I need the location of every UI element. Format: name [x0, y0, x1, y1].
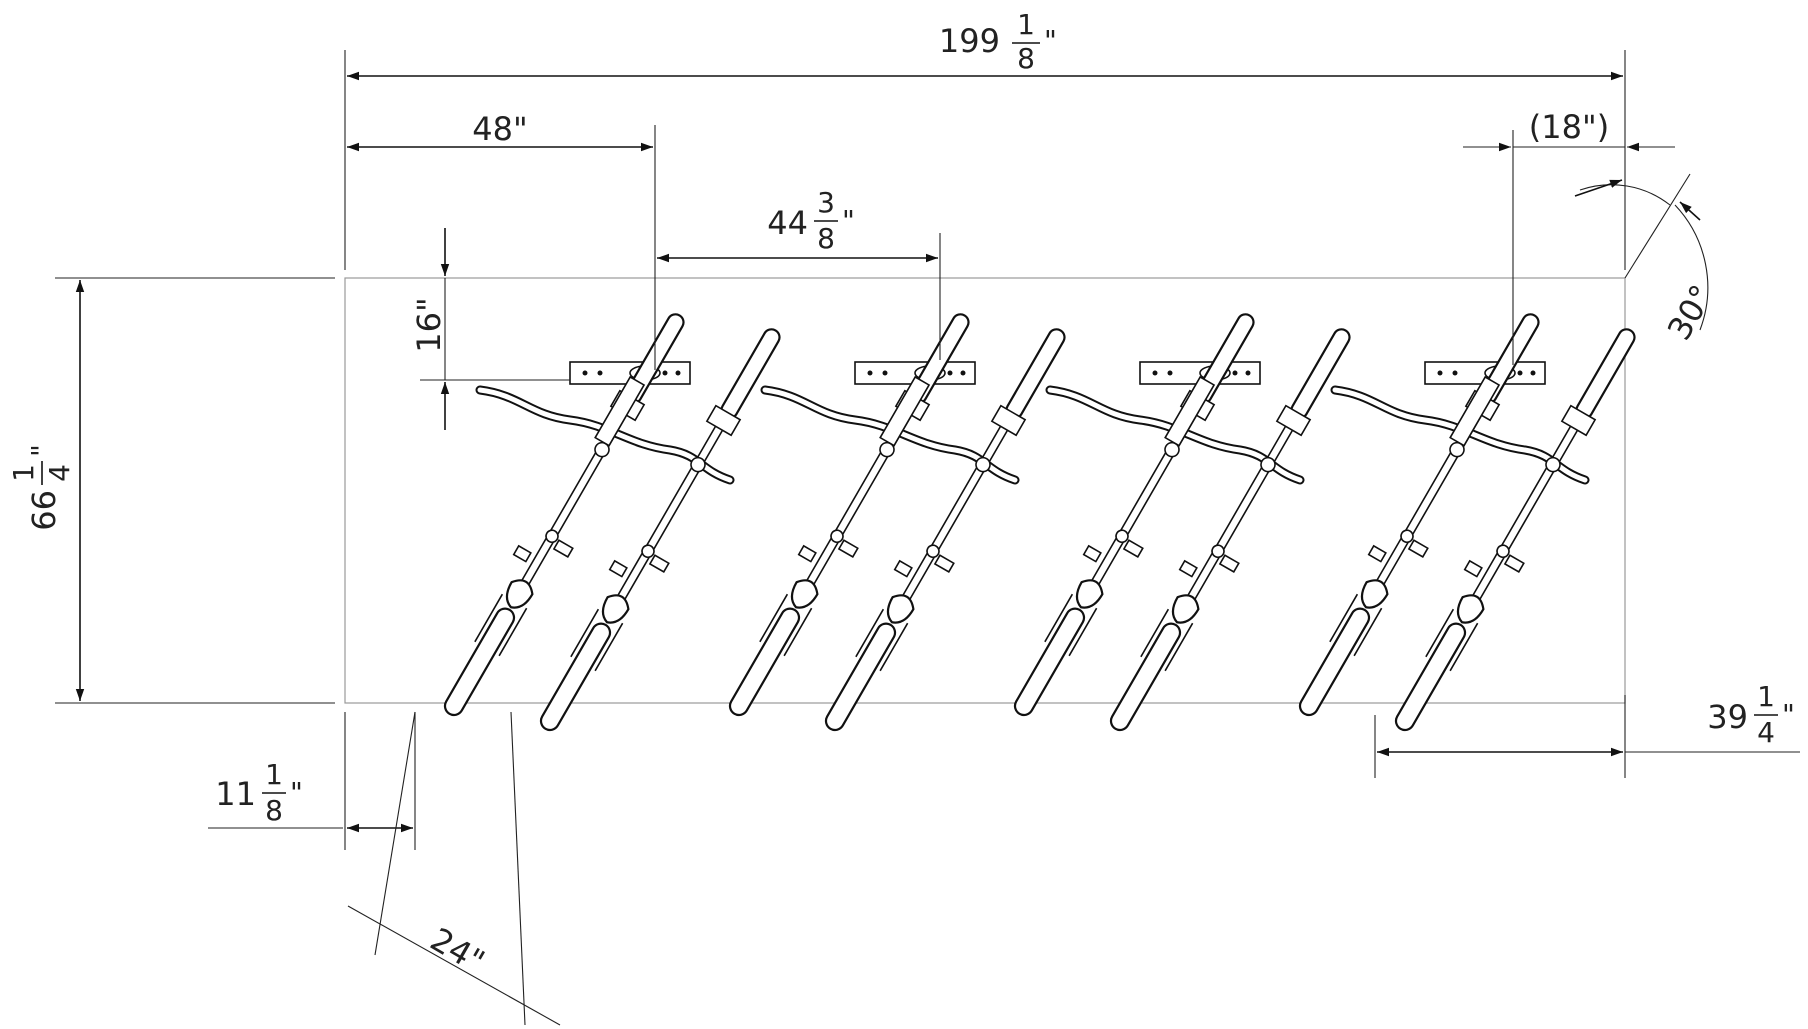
bike-pitch-label: 24": [424, 920, 491, 981]
first-spacing-label: 48": [472, 110, 527, 148]
footprint-outline: [344, 277, 1626, 704]
dimension-bike-pitch: 24": [347, 711, 561, 1026]
right-projection-whole: 39: [1707, 698, 1748, 736]
bike-spacing-den: 8: [817, 222, 835, 255]
overall-depth-unit: ": [25, 444, 58, 457]
overall-width-unit: ": [1044, 24, 1057, 57]
rack-unit-2: [728, 313, 1066, 732]
bike-spacing-unit: ": [842, 204, 855, 237]
depth-top-label: 16": [410, 297, 448, 352]
overall-depth-num: 1: [7, 464, 40, 482]
rack-group: [443, 313, 1636, 732]
dimension-overall-depth: 66 1 4 ": [7, 277, 335, 704]
bike-2: [539, 328, 781, 732]
dimension-angle: 30°: [1574, 173, 1721, 347]
right-projection-unit: ": [1782, 698, 1795, 731]
rack-unit-3: [1013, 313, 1351, 732]
rack-unit-1: [443, 313, 781, 732]
dimension-overall-width: 199 1 8 ": [344, 8, 1626, 270]
dimension-left-offset: 11 1 8 ": [208, 712, 416, 850]
end-offset-label: (18"): [1529, 108, 1609, 146]
overall-width-den: 8: [1017, 42, 1035, 75]
bike-4: [824, 328, 1066, 732]
left-offset-unit: ": [290, 776, 303, 809]
angle-label: 30°: [1660, 278, 1721, 346]
bike-spacing-whole: 44: [767, 204, 808, 242]
bike-spacing-num: 3: [817, 186, 835, 219]
dimension-depth-top: 16": [410, 228, 570, 430]
left-offset-den: 8: [265, 794, 283, 827]
overall-depth-den: 4: [43, 464, 76, 482]
left-offset-whole: 11: [215, 775, 256, 813]
overall-width-whole: 199: [939, 22, 1000, 60]
right-projection-den: 4: [1757, 716, 1775, 749]
bike-1: [443, 313, 685, 717]
overall-depth-whole: 66: [25, 490, 63, 531]
dimension-first-spacing: 48": [347, 110, 656, 370]
right-projection-num: 1: [1757, 680, 1775, 713]
dimension-right-projection: 39 1 4 ": [1374, 680, 1800, 778]
rack-unit-4: [1298, 313, 1636, 732]
dimension-end-offset: (18"): [1463, 108, 1675, 365]
bike-8: [1394, 328, 1636, 732]
left-offset-num: 1: [265, 758, 283, 791]
overall-width-num: 1: [1017, 8, 1035, 41]
bike-6: [1109, 328, 1351, 732]
dimension-bike-spacing: 44 3 8 ": [657, 186, 941, 360]
